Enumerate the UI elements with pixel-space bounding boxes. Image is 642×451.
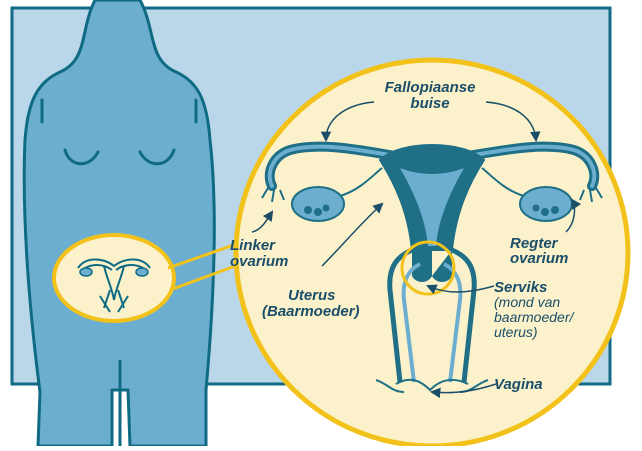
label-right-ovary-line2: ovarium <box>510 250 568 267</box>
label-left-ovary-line2: ovarium <box>230 253 288 270</box>
label-uterus-line1: Uterus <box>288 287 336 304</box>
label-uterus-line2: (Baarmoeder) <box>262 303 360 320</box>
label-fallopian-line2: buise <box>410 95 449 112</box>
label-fallopian-line1: Fallopiaanse <box>385 79 476 96</box>
label-vagina: Vagina <box>494 376 543 393</box>
label-left-ovary-line1: Linker <box>230 237 276 254</box>
small-inset-circle <box>54 235 174 321</box>
label-cervix-desc-line3: uterus) <box>494 324 538 340</box>
label-cervix-desc-line1: (mond van <box>494 294 560 310</box>
label-cervix-desc-line2: baarmoeder/ <box>494 309 575 325</box>
